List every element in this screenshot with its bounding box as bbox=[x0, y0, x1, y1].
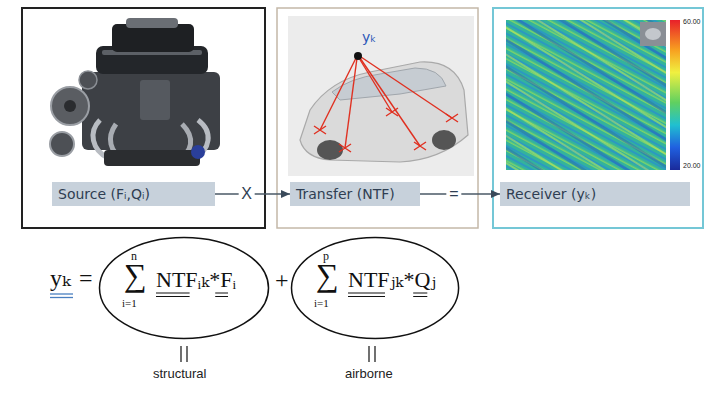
term-caption: airborne bbox=[345, 367, 393, 380]
airborne-term-ellipse: p∑i=1NTFⱼₖ*Qⱼ bbox=[290, 236, 460, 340]
band-text: Receiver (yₖ) bbox=[506, 186, 596, 202]
operator: + bbox=[275, 268, 289, 292]
underline bbox=[50, 293, 73, 294]
source-band: Source (Fᵢ,Qᵢ) bbox=[52, 182, 215, 206]
sum-limit: i=1 bbox=[122, 298, 137, 309]
car-picture bbox=[288, 16, 474, 176]
heatmap-picture bbox=[506, 20, 680, 170]
variable: yₖ bbox=[50, 266, 71, 290]
scale-value: 20.00 bbox=[683, 162, 701, 169]
receiver-band: Receiver (yₖ) bbox=[500, 182, 690, 206]
sum-symbol: ∑ bbox=[124, 259, 147, 291]
band-text: Transfer (NTF) bbox=[296, 186, 395, 202]
point-label: yₖ bbox=[362, 30, 376, 44]
term-caption: structural bbox=[153, 367, 206, 380]
formula-term: NTFⱼₖ*Qⱼ bbox=[348, 269, 436, 291]
operator-label: = bbox=[446, 185, 461, 203]
scale-value: 60.00 bbox=[683, 18, 701, 25]
equals-bracket bbox=[181, 346, 375, 362]
sum-symbol: ∑ bbox=[316, 259, 339, 291]
underline bbox=[50, 297, 73, 298]
transfer-frame bbox=[277, 8, 478, 228]
formula-term: NTFᵢₖ*Fᵢ bbox=[156, 269, 236, 291]
engine-picture bbox=[50, 18, 220, 166]
receiver-frame bbox=[493, 8, 703, 228]
operator: = bbox=[79, 266, 93, 290]
structural-term-ellipse: n∑i=1NTFᵢₖ*Fᵢ bbox=[98, 236, 270, 340]
operator-label: X bbox=[238, 185, 255, 203]
transfer-band: Transfer (NTF) bbox=[290, 182, 420, 206]
source-frame bbox=[22, 8, 265, 228]
band-text: Source (Fᵢ,Qᵢ) bbox=[58, 186, 150, 202]
sum-limit: i=1 bbox=[314, 298, 329, 309]
